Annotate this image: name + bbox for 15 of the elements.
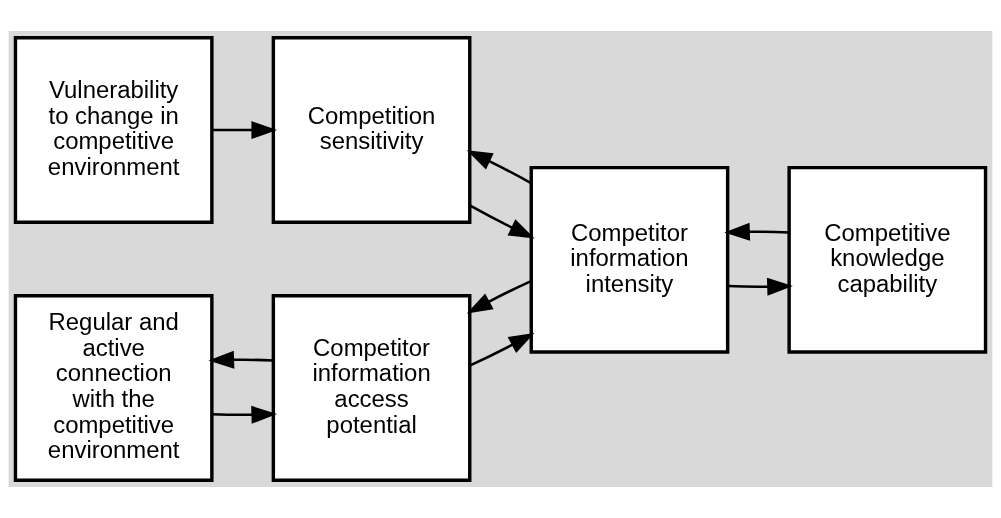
node-box: Competitive knowledge capability xyxy=(787,165,988,354)
node-box: Regular and active connection with the competitive environment xyxy=(13,294,214,482)
arrow xyxy=(724,222,789,241)
node-box: Competitor information intensity xyxy=(529,165,730,354)
arrow xyxy=(469,204,535,239)
arrow xyxy=(466,279,532,314)
arrow xyxy=(469,332,535,367)
arrow xyxy=(212,405,278,424)
node-box: Competitor information access potential xyxy=(271,294,472,482)
node-box: Vulnerability to change in competitive environment xyxy=(13,36,214,224)
arrow xyxy=(466,150,532,185)
arrow xyxy=(728,277,793,296)
arrow xyxy=(208,350,274,369)
node-box: Competition sensitivity xyxy=(271,36,472,224)
arrow xyxy=(212,121,278,140)
